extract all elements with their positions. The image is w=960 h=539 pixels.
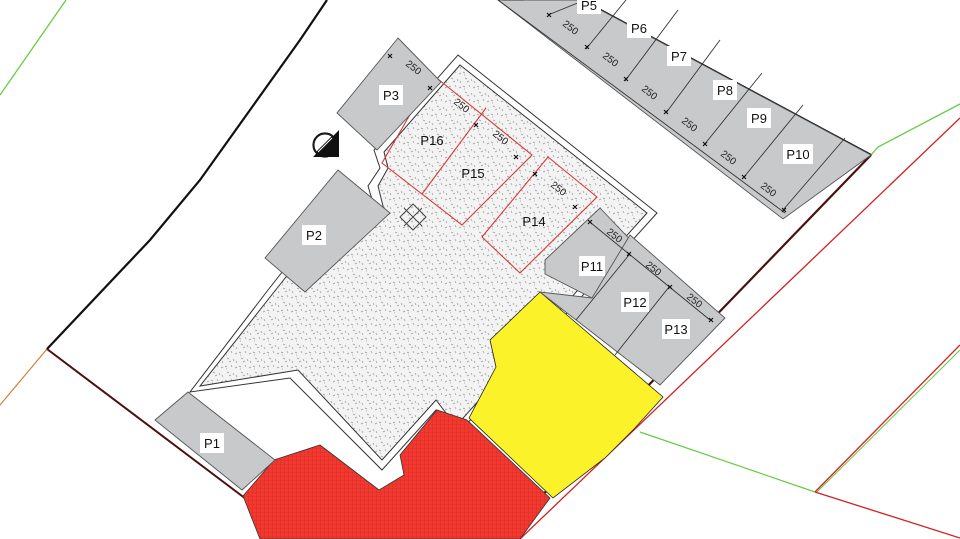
parking-space-p6: P6 — [627, 18, 651, 38]
parking-space-p8: P8 — [713, 80, 737, 100]
svg-text:P13: P13 — [664, 322, 687, 337]
parking-space-p1: P1 — [200, 433, 224, 453]
dimension-ticks — [387, 12, 787, 323]
svg-text:P1: P1 — [204, 436, 220, 451]
parking-space-p13: P13 — [662, 319, 690, 339]
svg-text:P10: P10 — [786, 147, 809, 162]
svg-text:P11: P11 — [581, 259, 603, 274]
p11-p13-dividers — [575, 222, 711, 356]
vent-cross-icon — [399, 203, 427, 231]
parking-space-p5: P5 — [577, 0, 601, 14]
parking-labels: P1 P2 P3 P5 P6 P7 P8 P9 — [200, 0, 813, 453]
svg-text:P3: P3 — [383, 88, 399, 103]
svg-text:P7: P7 — [671, 49, 687, 64]
svg-text:P2: P2 — [306, 228, 322, 243]
top-row-dividers — [497, 0, 846, 214]
yellow-zone — [468, 291, 664, 499]
svg-text:P8: P8 — [717, 83, 733, 98]
parking-space-p16: P16 — [420, 133, 443, 148]
parking-space-p3: P3 — [379, 85, 403, 105]
interior-parking-outlines — [381, 74, 598, 274]
parking-space-p15: P15 — [461, 166, 484, 181]
parking-space-p9: P9 — [747, 108, 771, 128]
parking-space-p12: P12 — [621, 292, 649, 312]
north-arrow-icon — [312, 130, 339, 158]
svg-text:P16: P16 — [420, 133, 443, 148]
svg-text:P6: P6 — [631, 21, 647, 36]
parking-space-p11: P11 — [579, 256, 605, 276]
svg-text:P14: P14 — [522, 214, 545, 229]
parking-space-p10: P10 — [783, 144, 813, 164]
svg-text:P5: P5 — [581, 0, 597, 13]
svg-text:P15: P15 — [461, 166, 484, 181]
svg-text:P12: P12 — [623, 295, 646, 310]
red-zone — [242, 409, 551, 539]
parking-space-p7: P7 — [667, 46, 691, 66]
parking-space-p2: P2 — [302, 225, 326, 245]
parking-space-p14: P14 — [522, 214, 545, 229]
svg-text:P9: P9 — [751, 111, 767, 126]
